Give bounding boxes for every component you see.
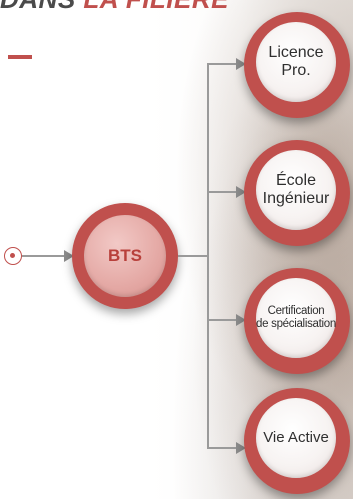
outcome-node-inner: École Ingénieur bbox=[256, 150, 336, 230]
outcome-label-ecole-ingenieur: École Ingénieur bbox=[263, 172, 330, 209]
outcome-label-line2: Ingénieur bbox=[262, 190, 330, 207]
outcome-node-certification: Certification de spécialisation bbox=[244, 268, 350, 374]
branch-arrow-1 bbox=[236, 58, 246, 70]
outcome-label-line1: Certification bbox=[267, 304, 325, 317]
outcome-label-vie-active: Vie Active bbox=[263, 429, 329, 446]
outcome-node-inner: Vie Active bbox=[256, 398, 336, 478]
start-connector bbox=[22, 255, 66, 257]
outcome-label-licence-pro: Licence Pro. bbox=[268, 44, 323, 81]
outcome-node-licence-pro: Licence Pro. bbox=[244, 12, 350, 118]
outcome-label-certification: Certification de spécialisation bbox=[256, 305, 336, 331]
outcome-node-inner: Licence Pro. bbox=[256, 22, 336, 102]
outcome-label-line2: de spécialisation bbox=[256, 318, 336, 330]
branch-connector-4 bbox=[207, 447, 237, 449]
start-arrow bbox=[64, 250, 74, 262]
vertical-trunk bbox=[207, 63, 209, 448]
branch-connector-3 bbox=[207, 319, 237, 321]
branch-arrow-4 bbox=[236, 442, 246, 454]
start-node-dot bbox=[10, 253, 15, 258]
start-node bbox=[4, 247, 22, 265]
branch-arrow-3 bbox=[236, 314, 246, 326]
page-heading: DANS LA FILIÈRE bbox=[0, 0, 229, 15]
bts-node: BTS bbox=[72, 203, 178, 309]
outcome-node-inner: Certification de spécialisation bbox=[256, 278, 336, 358]
heading-word-1: DANS bbox=[0, 0, 83, 14]
outcome-label-line2: Pro. bbox=[281, 62, 311, 79]
outcome-node-vie-active: Vie Active bbox=[244, 388, 350, 494]
branch-connector-2 bbox=[207, 191, 237, 193]
bts-node-inner: BTS bbox=[84, 215, 166, 297]
bts-label: BTS bbox=[108, 246, 142, 266]
branch-connector-1 bbox=[207, 63, 237, 65]
heading-underline bbox=[8, 55, 32, 59]
outcome-node-ecole-ingenieur: École Ingénieur bbox=[244, 140, 350, 246]
outcome-label-line1: Licence bbox=[268, 43, 324, 61]
heading-word-2: LA FILIÈRE bbox=[83, 0, 229, 14]
bts-to-trunk-connector bbox=[178, 255, 208, 257]
outcome-label-line1: École bbox=[275, 171, 317, 189]
branch-arrow-2 bbox=[236, 186, 246, 198]
outcome-label-line1: Vie Active bbox=[263, 429, 329, 447]
